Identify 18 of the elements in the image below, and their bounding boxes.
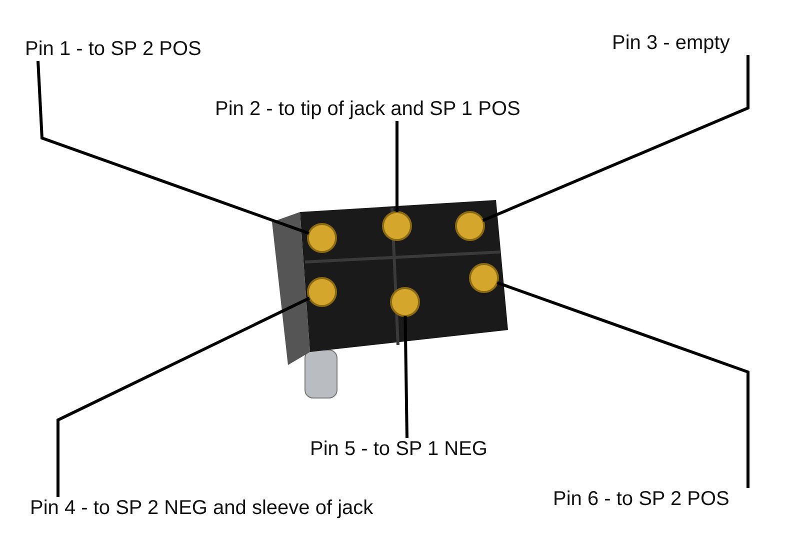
leader-line <box>56 296 310 497</box>
leader-line <box>496 281 750 488</box>
screw-terminal <box>390 287 420 317</box>
screw-terminal <box>307 277 337 307</box>
pin-label: Pin 1 - to SP 2 POS <box>25 38 202 61</box>
screw-terminal <box>307 223 337 253</box>
leader-line <box>396 121 398 212</box>
pin-label: Pin 4 - to SP 2 NEG and sleeve of jack <box>30 497 374 520</box>
pin-label: Pin 2 - to tip of jack and SP 1 POS <box>215 98 520 121</box>
pin-label: Pin 6 - to SP 2 POS <box>553 488 730 511</box>
leader-line <box>404 316 408 438</box>
screw-terminal <box>382 211 412 241</box>
screw-terminal <box>469 263 499 293</box>
pin-label: Pin 5 - to SP 1 NEG <box>310 438 488 461</box>
screw-terminal <box>455 211 485 241</box>
pin-label: Pin 3 - empty <box>612 32 730 55</box>
leader-line <box>482 55 750 222</box>
leader-line <box>36 60 310 235</box>
